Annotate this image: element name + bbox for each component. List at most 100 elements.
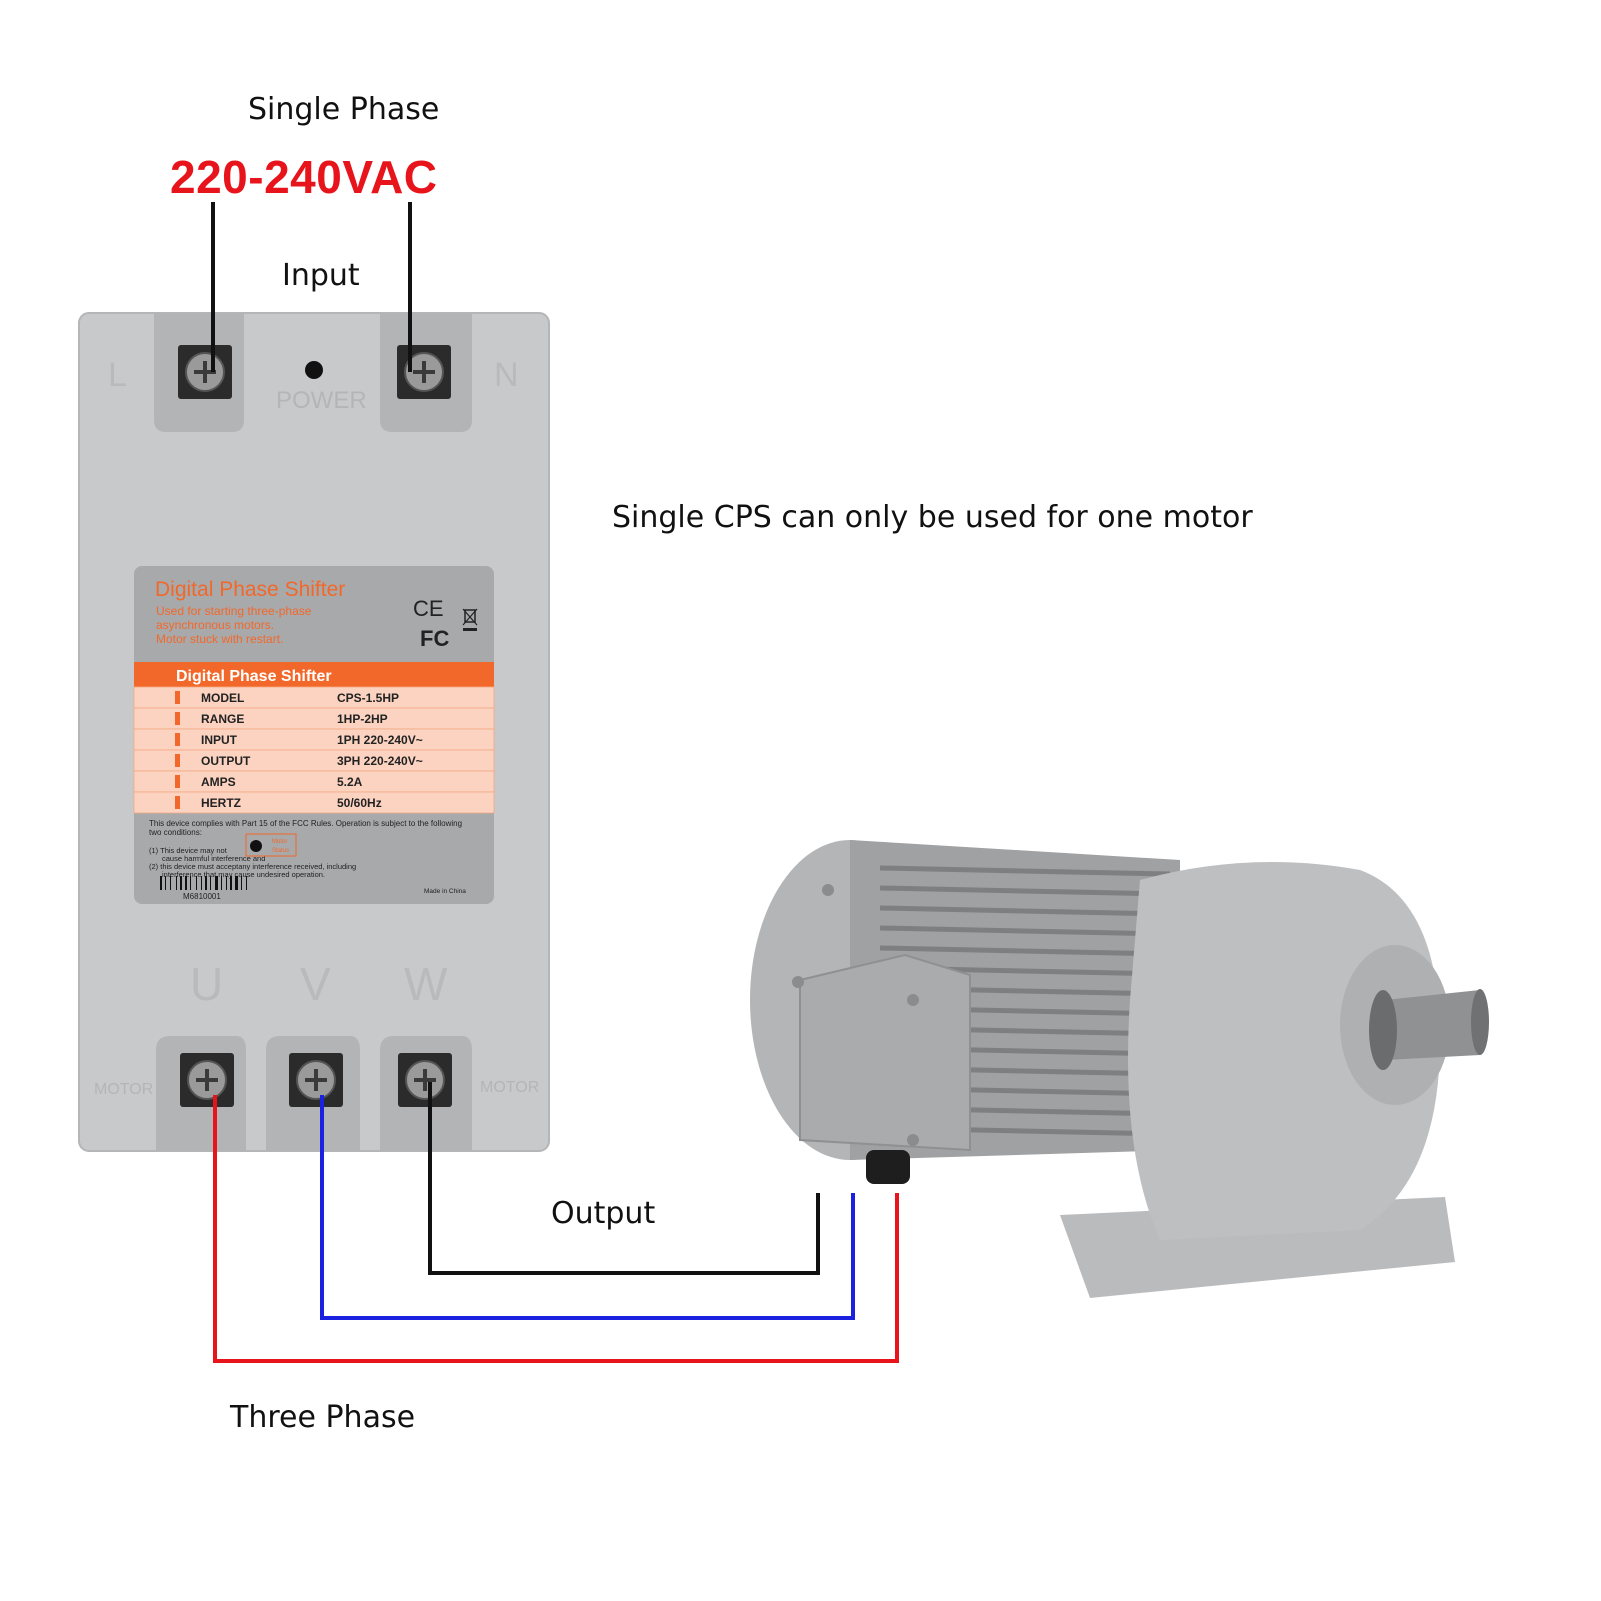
spec-value: CPS-1.5HP bbox=[337, 691, 399, 705]
barcode-bar bbox=[241, 876, 242, 890]
spec-key: INPUT bbox=[201, 733, 238, 747]
fcc-cond-1a: (1) This device may not bbox=[149, 846, 228, 855]
spec-row bbox=[133, 728, 495, 751]
spec-row-marker bbox=[175, 796, 180, 809]
spec-row bbox=[133, 686, 495, 709]
gear-motor bbox=[750, 840, 1489, 1298]
spec-value: 5.2A bbox=[337, 775, 363, 789]
spec-row bbox=[133, 749, 495, 772]
box-bolt-2 bbox=[907, 994, 919, 1006]
cooling-fin bbox=[879, 865, 1171, 877]
cooling-fin bbox=[879, 905, 1171, 917]
fcc-cond-2b: interference that may cause undesired op… bbox=[162, 870, 325, 879]
barcode-bar bbox=[221, 876, 222, 890]
spec-row-marker bbox=[175, 775, 180, 788]
barcode-bar bbox=[165, 876, 166, 890]
three-phase-label: Three Phase bbox=[230, 1400, 416, 1435]
motor-status-led bbox=[250, 840, 262, 852]
terminal-screw-n bbox=[397, 345, 451, 399]
cps-note: Single CPS can only be used for one moto… bbox=[612, 500, 1253, 535]
phase-shifter-device: L N POWER U V W MOTOR MOTOR Digital Phas… bbox=[78, 312, 550, 1152]
output-shaft bbox=[1385, 990, 1480, 1060]
spec-row bbox=[133, 707, 495, 730]
motor-label-left: MOTOR bbox=[94, 1081, 153, 1098]
barcode-bar bbox=[180, 876, 182, 890]
barcode-bar bbox=[230, 876, 232, 890]
gearbox bbox=[1128, 862, 1440, 1240]
terminal-screw-u bbox=[180, 1053, 234, 1107]
terminal-label-n: N bbox=[494, 356, 519, 394]
barcode-bar bbox=[185, 876, 187, 890]
nameplate-header: Digital Phase Shifter bbox=[176, 668, 332, 685]
housing-bolt bbox=[822, 884, 834, 896]
fcc-line-2: two conditions: bbox=[149, 828, 202, 837]
power-led bbox=[305, 361, 323, 379]
barcode-bar bbox=[170, 876, 171, 890]
barcode-bar bbox=[160, 876, 162, 890]
cooling-fin bbox=[879, 885, 1171, 897]
spec-key: MODEL bbox=[201, 691, 244, 705]
fcc-cond-1b: cause harmful interference and bbox=[162, 854, 265, 863]
shaft-seal bbox=[1369, 990, 1397, 1070]
motor-status-1: Motor bbox=[272, 839, 287, 845]
terminal-box bbox=[799, 953, 971, 1152]
output-label: Output bbox=[551, 1196, 656, 1231]
spec-key: RANGE bbox=[201, 712, 244, 726]
motor-label-right: MOTOR bbox=[480, 1079, 539, 1096]
terminal-label-w: W bbox=[404, 958, 448, 1010]
spec-table: MODEL CPS-1.5HP RANGE 1HP-2HP INPUT 1PH 220-2… bbox=[133, 686, 495, 814]
spec-value: 1HP-2HP bbox=[337, 712, 388, 726]
spec-key: OUTPUT bbox=[201, 754, 251, 768]
spec-row-marker bbox=[175, 712, 180, 725]
spec-value: 50/60Hz bbox=[337, 796, 382, 810]
spec-key: HERTZ bbox=[201, 796, 241, 810]
spec-row-marker bbox=[175, 754, 180, 767]
output-wire-u bbox=[213, 1095, 899, 1363]
box-bolt-1 bbox=[792, 976, 804, 988]
output-wire-v bbox=[320, 1095, 855, 1320]
barcode-bar bbox=[226, 876, 227, 890]
fc-mark: FC bbox=[420, 626, 449, 651]
spec-row-marker bbox=[175, 733, 180, 746]
spec-row-marker bbox=[175, 691, 180, 704]
nameplate-desc-2: asynchronous motors. bbox=[156, 618, 274, 632]
voltage-label: 220-240VAC bbox=[170, 151, 438, 203]
serial-number: M6810001 bbox=[183, 892, 221, 901]
terminal-screw-l bbox=[178, 345, 232, 399]
weee-bin-icon bbox=[462, 608, 478, 631]
nameplate-desc-1: Used for starting three-phase bbox=[156, 604, 312, 618]
cable-gland bbox=[866, 1150, 910, 1184]
motor-status-2: Status bbox=[272, 848, 289, 854]
single-phase-label: Single Phase bbox=[248, 92, 440, 127]
nameplate: Digital Phase Shifter Used for starting … bbox=[133, 566, 495, 904]
fcc-line-1: This device complies with Part 15 of the… bbox=[149, 819, 462, 828]
barcode-bar bbox=[205, 876, 207, 890]
cooling-fin bbox=[879, 925, 1171, 937]
terminal-label-v: V bbox=[300, 958, 331, 1010]
terminal-screw-v bbox=[289, 1053, 343, 1107]
spec-value: 1PH 220-240V~ bbox=[337, 733, 423, 747]
nameplate-desc-3: Motor stuck with restart. bbox=[156, 632, 283, 646]
box-bolt-3 bbox=[907, 1134, 919, 1146]
barcode-bar bbox=[201, 876, 202, 890]
output-wire-w bbox=[428, 1082, 820, 1275]
barcode-bar bbox=[210, 876, 211, 890]
shaft-end bbox=[1471, 989, 1489, 1055]
spec-value: 3PH 220-240V~ bbox=[337, 754, 423, 768]
barcode-bar bbox=[196, 876, 197, 890]
spec-key: AMPS bbox=[201, 775, 236, 789]
nameplate-title: Digital Phase Shifter bbox=[155, 578, 345, 601]
barcode-bar bbox=[176, 876, 177, 890]
barcode-bar bbox=[215, 876, 218, 890]
input-label: Input bbox=[282, 258, 360, 293]
barcode-bar bbox=[235, 876, 238, 890]
made-in: Made in China bbox=[424, 888, 466, 895]
terminal-label-l: L bbox=[108, 356, 127, 394]
power-label: POWER bbox=[276, 387, 367, 414]
cooling-fin bbox=[879, 945, 1171, 957]
barcode-bar bbox=[246, 876, 247, 890]
ce-mark: CE bbox=[413, 596, 444, 621]
fcc-cond-2a: (2) this device must acceptany interfere… bbox=[149, 862, 356, 871]
barcode bbox=[160, 876, 247, 890]
